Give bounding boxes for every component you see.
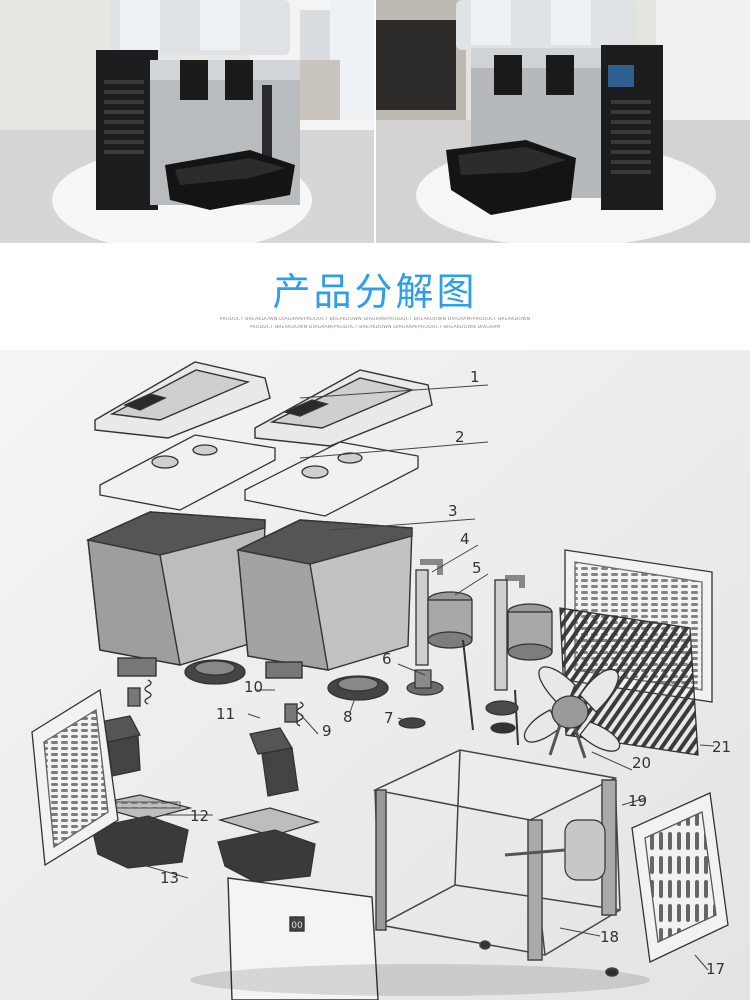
drip-tray-left	[91, 794, 193, 869]
section-title: 产品分解图	[272, 270, 478, 314]
section-subtitle-line-2: PRODUCT BREAKDOWN DIAGRAM/PRODUCT BREAKD…	[249, 325, 501, 330]
bowl-right	[235, 519, 413, 679]
dispenser-photo-front-left	[0, 0, 374, 243]
leader-lines	[142, 384, 715, 971]
frame	[372, 749, 621, 977]
section-header: 产品分解图 PRODUCT BREAKDOWN DIAGRAM/PRODUCT …	[0, 243, 750, 350]
callout-4: 4	[460, 530, 470, 548]
auger-right	[494, 575, 553, 746]
drive-hub-left	[398, 669, 444, 729]
product-photo-left	[0, 0, 374, 243]
dispenser-photo-front-right	[376, 0, 750, 243]
callouts: 1 2 3 4 5 6 7 8 9 10 11 12 13 17 18 19 2…	[160, 368, 731, 978]
drive-hub-right	[485, 700, 519, 734]
top-cover-right	[244, 441, 419, 517]
exploded-diagram-drawing: 00 1 2 3	[0, 350, 750, 1000]
lid-left	[94, 361, 271, 439]
callout-8: 8	[343, 708, 353, 726]
drip-tray-right	[217, 807, 321, 883]
top-cover-left	[99, 434, 276, 511]
product-photo-right	[376, 0, 750, 243]
side-panel-right	[631, 792, 729, 963]
callout-10: 10	[244, 678, 263, 696]
seal-right	[327, 675, 389, 701]
callout-5: 5	[472, 559, 482, 577]
callout-3: 3	[448, 502, 458, 520]
front-panel: 00	[227, 877, 379, 1000]
compressor	[504, 819, 606, 881]
valve-springs	[127, 679, 304, 727]
seal-left	[184, 659, 246, 685]
callout-21: 21	[712, 738, 731, 756]
fan	[523, 666, 621, 759]
taps	[99, 715, 299, 797]
callout-18: 18	[600, 928, 619, 946]
lid-right	[254, 369, 433, 447]
exploded-diagram: 00 1 2 3	[0, 350, 750, 1000]
side-panel-left	[31, 688, 119, 867]
auger-left	[415, 559, 474, 731]
callout-2: 2	[455, 428, 465, 446]
callout-11: 11	[216, 705, 235, 723]
callout-7: 7	[384, 709, 394, 727]
callout-20: 20	[632, 754, 651, 772]
section-subtitle-line-1: PRODUCT BREAKDOWN DIAGRAM/PRODUCT BREAKD…	[219, 317, 531, 322]
callout-19: 19	[628, 792, 647, 810]
front-panel-label: 00	[291, 921, 303, 931]
callout-13: 13	[160, 869, 179, 887]
product-photos	[0, 0, 750, 243]
callout-12: 12	[190, 807, 209, 825]
callout-6: 6	[382, 650, 392, 668]
condenser	[559, 549, 713, 756]
callout-9: 9	[322, 722, 332, 740]
callout-1: 1	[470, 368, 480, 386]
callout-17: 17	[706, 960, 725, 978]
